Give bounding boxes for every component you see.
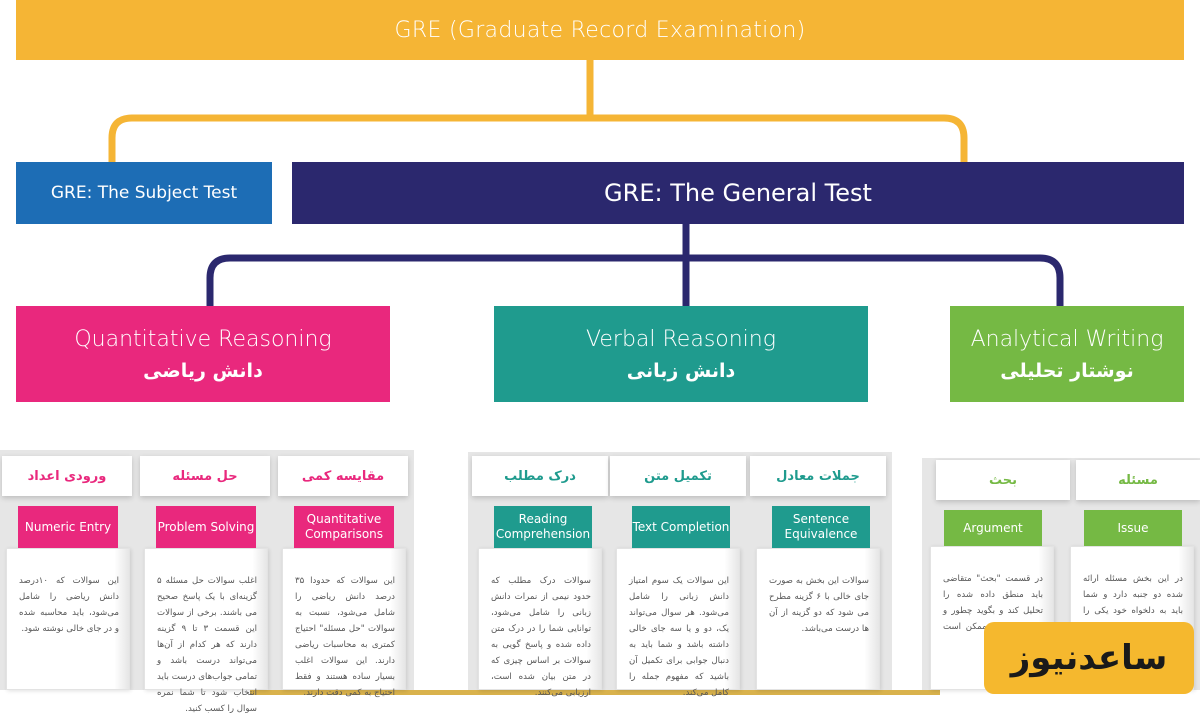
reading-comprehension-header: درک مطلب (472, 456, 608, 496)
general-test-box: GRE: The General Test (292, 162, 1184, 224)
numeric-entry-header: ورودی اعداد (2, 456, 132, 496)
text-completion-label: Text Completion (632, 519, 730, 534)
quantitative-comparisons-header: مقایسه کمی (278, 456, 408, 496)
reading-comprehension-tag: Reading Comprehension (494, 506, 592, 548)
issue-persian-title: مسئله (1118, 472, 1158, 488)
numeric-entry-description: این سوالات که ۱۰درصد دانش ریاضی را شامل … (19, 576, 119, 634)
general-test-label: GRE: The General Test (604, 179, 872, 207)
problem-solving-tag: Problem Solving (156, 506, 256, 548)
numeric-entry-label: Numeric Entry (24, 519, 112, 534)
base-gold-line (250, 690, 940, 695)
problem-solving-card: اغلب سوالات حل مسئله ۵ گزینه‌ای با یک پا… (144, 548, 268, 714)
analytical-writing-title: Analytical Writing (970, 326, 1164, 352)
problem-solving-persian-title: حل مسئله (172, 468, 238, 484)
text-completion-header: تکمیل متن (610, 456, 746, 496)
numeric-entry-card: این سوالات که ۱۰درصد دانش ریاضی را شامل … (6, 548, 130, 690)
saednews-logo: ساعدنیوز (984, 622, 1194, 694)
quantitative-reasoning-title: Quantitative Reasoning (74, 326, 332, 352)
gre-root-box: GRE (Graduate Record Examination) (16, 0, 1184, 60)
sentence-equivalence-header: جملات معادل (750, 456, 886, 496)
argument-tag: Argument (944, 510, 1042, 546)
verbal-reasoning-persian: دانش زبانی (626, 359, 736, 382)
text-completion-persian-title: تکمیل متن (644, 468, 712, 484)
verbal-reasoning-title: Verbal Reasoning (586, 326, 776, 352)
text-completion-description: این سوالات یک سوم امتیاز دانش زبانی را ش… (629, 576, 729, 698)
sentence-equivalence-description: سوالات این بخش به صورت جای خالی با ۶ گزی… (769, 576, 869, 634)
quantitative-comparisons-card: این سوالات که حدودا ۳۵ درصد دانش ریاضی ر… (282, 548, 406, 698)
subject-test-label: GRE: The Subject Test (50, 183, 238, 203)
problem-solving-header: حل مسئله (140, 456, 270, 496)
saednews-logo-text: ساعدنیوز (1010, 638, 1168, 678)
argument-label: Argument (963, 520, 1023, 535)
quantitative-comparisons-label: Quantitative Comparisons (304, 512, 384, 541)
verbal-reasoning-box: Verbal Reasoning دانش زبانی (494, 306, 868, 402)
gre-root-title: GRE (Graduate Record Examination) (394, 17, 806, 43)
connector-root-branch (108, 114, 968, 166)
sentence-equivalence-tag: Sentence Equivalence (772, 506, 870, 548)
sentence-equivalence-label: Sentence Equivalence (784, 512, 858, 541)
text-completion-tag: Text Completion (632, 506, 730, 548)
argument-persian-title: بحث (989, 472, 1018, 488)
quantitative-comparisons-description: این سوالات که حدودا ۳۵ درصد دانش ریاضی ر… (295, 576, 395, 698)
reading-comprehension-description: سوالات درک مطلب که حدود نیمی از نمرات دا… (491, 576, 591, 698)
problem-solving-description: اغلب سوالات حل مسئله ۵ گزینه‌ای با یک پا… (157, 576, 257, 714)
sentence-equivalence-persian-title: جملات معادل (776, 468, 860, 484)
issue-header: مسئله (1076, 460, 1200, 500)
numeric-entry-persian-title: ورودی اعداد (27, 468, 107, 484)
reading-comprehension-persian-title: درک مطلب (504, 468, 576, 484)
quantitative-comparisons-tag: Quantitative Comparisons (294, 506, 394, 548)
text-completion-card: این سوالات یک سوم امتیاز دانش زبانی را ش… (616, 548, 740, 698)
problem-solving-label: Problem Solving (157, 519, 255, 534)
connector-lines (108, 56, 1064, 310)
quantitative-reasoning-box: Quantitative Reasoning دانش ریاضی (16, 306, 390, 402)
analytical-writing-box: Analytical Writing نوشتار تحلیلی (950, 306, 1184, 402)
sentence-equivalence-card: سوالات این بخش به صورت جای خالی با ۶ گزی… (756, 548, 880, 690)
quantitative-reasoning-persian: دانش ریاضی (143, 359, 263, 382)
quantitative-comparisons-persian-title: مقایسه کمی (301, 468, 385, 484)
reading-comprehension-card: سوالات درک مطلب که حدود نیمی از نمرات دا… (478, 548, 602, 698)
argument-header: بحث (936, 460, 1070, 500)
issue-label: Issue (1117, 520, 1149, 535)
analytical-writing-persian: نوشتار تحلیلی (1000, 359, 1134, 382)
reading-comprehension-label: Reading Comprehension (495, 512, 591, 541)
numeric-entry-tag: Numeric Entry (18, 506, 118, 548)
issue-tag: Issue (1084, 510, 1182, 546)
connector-general-branch (206, 254, 1064, 310)
subject-test-box: GRE: The Subject Test (16, 162, 272, 224)
